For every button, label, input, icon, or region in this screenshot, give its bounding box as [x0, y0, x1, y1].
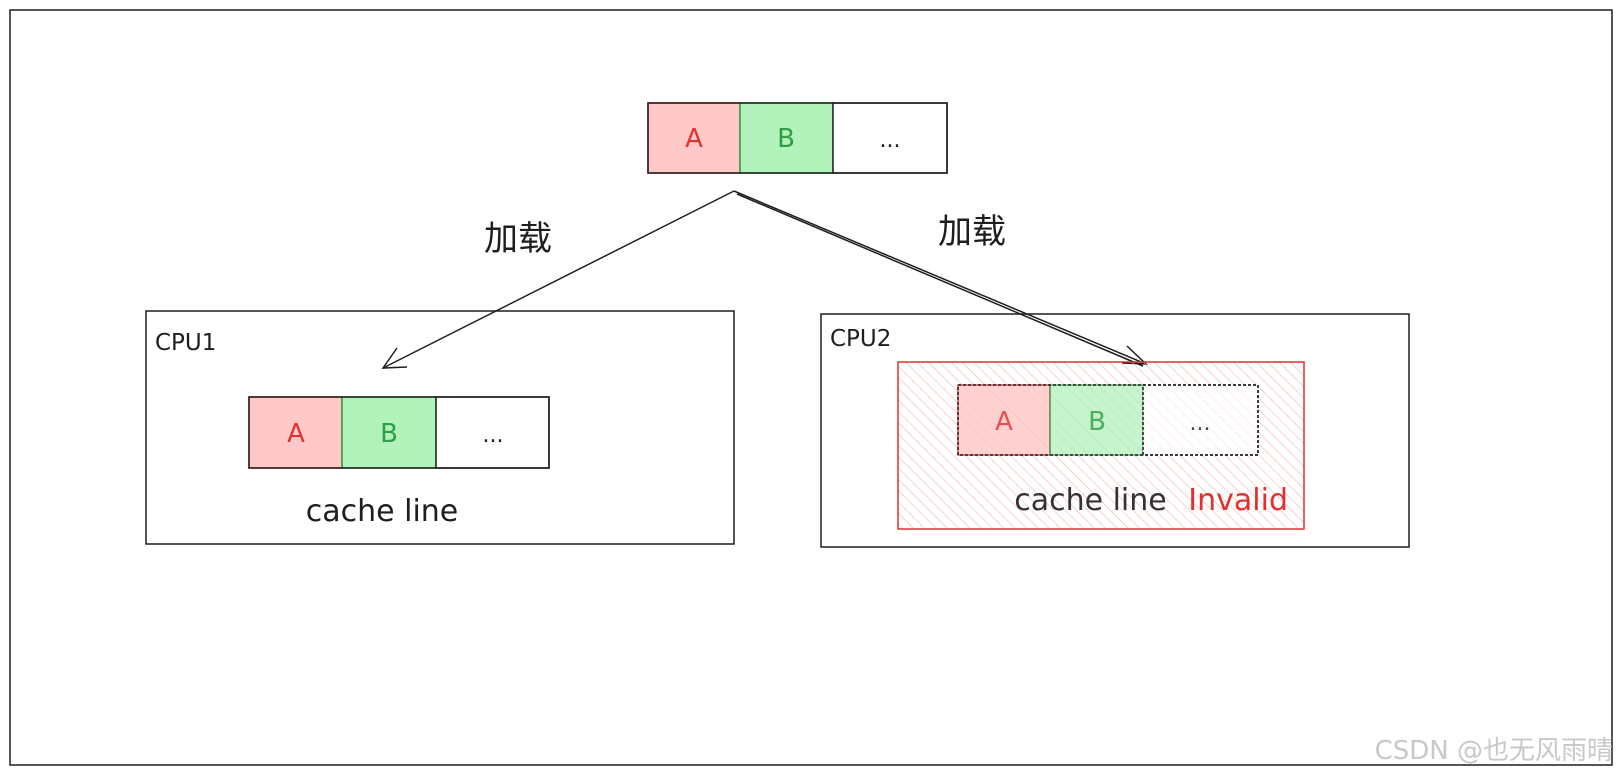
- cpu2-frame: [820, 313, 1410, 548]
- cpu2-cell-b: [1049, 384, 1144, 456]
- cpu1-title: CPU1: [155, 330, 216, 356]
- cpu1-caption: cache line: [306, 494, 459, 529]
- cpu1-cell-b-label: B: [380, 419, 398, 449]
- cpu2-line-border: [957, 384, 1259, 456]
- cpu1-frame: [145, 310, 735, 545]
- cpu2-title: CPU2: [830, 326, 891, 352]
- cpu1-cell-b: [341, 396, 437, 469]
- memory-cell-a-label: A: [685, 124, 703, 154]
- load-arrow-left: [381, 190, 735, 369]
- cpu1-box: CPU1 A B ... cache line: [145, 310, 735, 545]
- cpu2-cell-b-label: B: [1088, 407, 1106, 437]
- cpu2-status: Invalid: [1188, 483, 1288, 518]
- cpu1-line-border: [248, 396, 550, 469]
- memory-cache-line: A B ...: [647, 102, 948, 174]
- memory-cell-b-label: B: [777, 124, 795, 154]
- memory-line-border: [647, 102, 948, 174]
- cpu2-cell-a-label: A: [995, 407, 1013, 437]
- cpu2-caption: cache line: [1014, 483, 1167, 518]
- watermark: CSDN @也无风雨晴: [1374, 736, 1613, 766]
- memory-cell-b: [739, 102, 834, 174]
- cpu1-cell-rest: [435, 396, 550, 469]
- cpu2-cell-a: [957, 384, 1051, 456]
- cpu2-caption-line: cache line Invalid: [1014, 483, 1288, 518]
- load-label-right: 加载: [938, 212, 1006, 252]
- outer-frame: [9, 9, 1613, 766]
- memory-cell-rest-label: ...: [880, 128, 901, 153]
- cpu1-cell-a-label: A: [287, 419, 305, 449]
- cpu1-cell-rest-label: ...: [483, 423, 504, 448]
- load-label-left: 加载: [484, 219, 552, 259]
- cpu2-box: CPU2 A B ... cache line Invalid: [820, 313, 1410, 548]
- cpu2-cell-rest-label: ...: [1190, 411, 1211, 436]
